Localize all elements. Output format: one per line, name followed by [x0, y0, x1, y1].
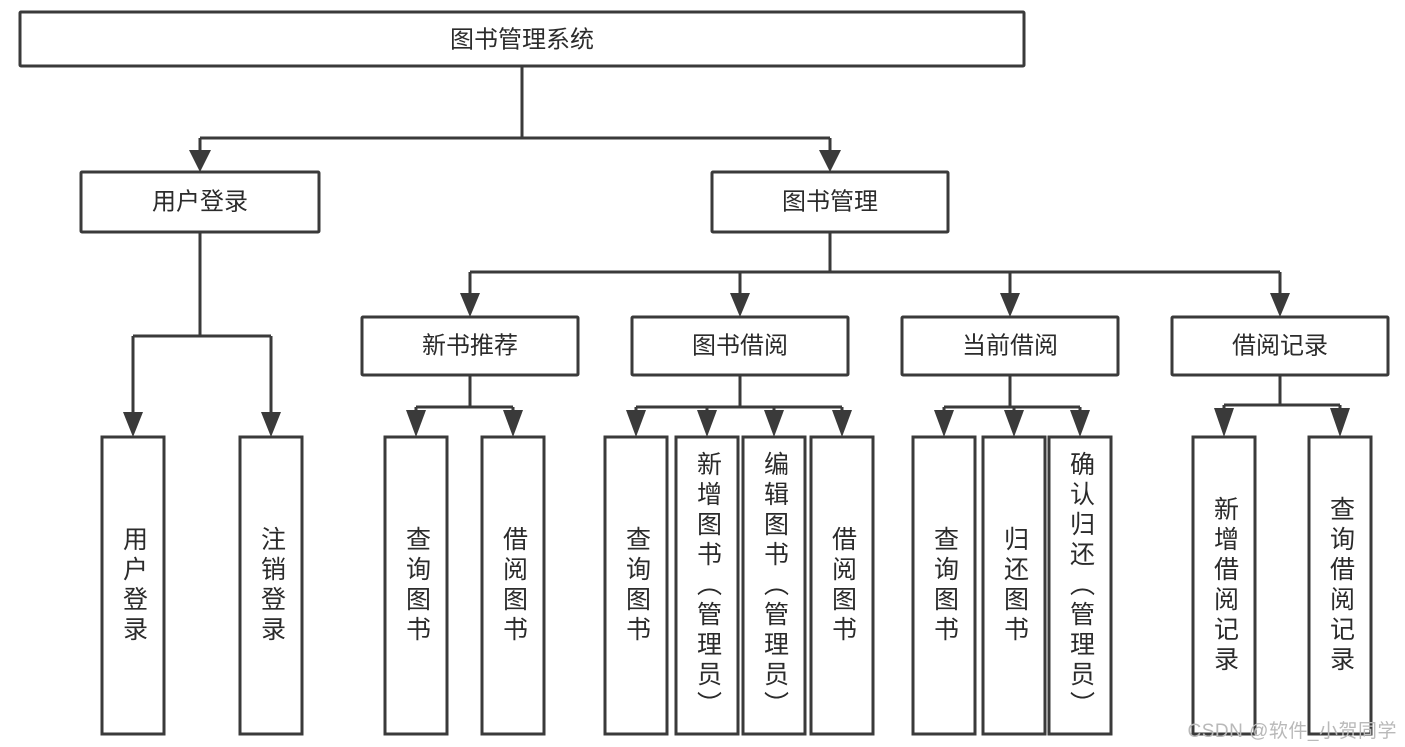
node-new-book-recommend-box[interactable] — [360, 315, 580, 377]
node-leaf-query-book-cur-box[interactable] — [911, 435, 977, 736]
node-leaf-query-record-box[interactable] — [1307, 435, 1373, 736]
arrowhead-leaf-confirm-return — [1070, 410, 1090, 437]
node-leaf-query-record-label: 查询借阅记录 — [1326, 495, 1355, 676]
node-book-manage-label: 图书管理 — [782, 188, 878, 215]
node-book-manage-box[interactable] — [710, 170, 950, 234]
node-leaf-add-book-box[interactable] — [674, 435, 740, 736]
arrowhead-book-manage — [819, 150, 841, 172]
connector-layer — [123, 66, 1350, 437]
arrowhead-leaf-borrow-book-rec — [503, 410, 523, 437]
arrowhead-leaf-query-record — [1330, 408, 1350, 437]
node-user-login[interactable]: 用户登录 — [79, 170, 321, 234]
node-leaf-borrow-book-rec-box[interactable] — [480, 435, 546, 736]
node-new-book-recommend-label: 新书推荐 — [422, 332, 518, 359]
arrowhead-leaf-query-book-rec — [406, 410, 426, 437]
node-book-borrow-label: 图书借阅 — [692, 332, 788, 359]
arrowhead-leaf-edit-book — [764, 410, 784, 437]
node-leaf-logout-label: 注销登录 — [257, 525, 286, 646]
leaf-box-layer — [100, 435, 1373, 736]
node-borrow-record[interactable]: 借阅记录 — [1170, 315, 1390, 377]
node-leaf-logout-box[interactable] — [238, 435, 304, 736]
node-root[interactable]: 图书管理系统 — [18, 10, 1026, 68]
node-user-login-box[interactable] — [79, 170, 321, 234]
node-new-book-recommend[interactable]: 新书推荐 — [360, 315, 580, 377]
node-current-borrow[interactable]: 当前借阅 — [900, 315, 1120, 377]
arrowhead-leaf-add-book — [697, 410, 717, 437]
arrowhead-leaf-borrow-book — [832, 410, 852, 437]
arrowhead-new-book-recommend — [460, 293, 480, 317]
node-leaf-add-record-box[interactable] — [1191, 435, 1257, 736]
node-borrow-record-box[interactable] — [1170, 315, 1390, 377]
node-leaf-return-book-box[interactable] — [981, 435, 1047, 736]
node-root-label: 图书管理系统 — [450, 26, 594, 53]
watermark-text: CSDN @软件_小贺同学 — [1187, 721, 1397, 742]
node-leaf-add-record-label: 新增借阅记录 — [1210, 495, 1239, 676]
node-leaf-borrow-book-label: 借阅图书 — [828, 525, 857, 646]
arrowhead-current-borrow — [1000, 293, 1020, 317]
node-leaf-borrow-book-box[interactable] — [809, 435, 875, 736]
arrowhead-user-login — [189, 150, 211, 172]
arrowhead-leaf-user-login — [123, 412, 143, 437]
node-leaf-query-book-rec-label: 查询图书 — [402, 525, 431, 646]
node-book-manage[interactable]: 图书管理 — [710, 170, 950, 234]
node-leaf-query-book-rec-box[interactable] — [383, 435, 449, 736]
node-leaf-confirm-return-label: 确认归还（管理员） — [1066, 450, 1095, 721]
node-leaf-query-book-cur-label: 查询图书 — [930, 525, 959, 646]
node-book-borrow-box[interactable] — [630, 315, 850, 377]
node-leaf-edit-book-box[interactable] — [741, 435, 807, 736]
node-leaf-confirm-return-box[interactable] — [1047, 435, 1113, 736]
node-current-borrow-label: 当前借阅 — [962, 332, 1058, 359]
arrowhead-borrow-record — [1270, 293, 1290, 317]
node-leaf-add-book-label: 新增图书（管理员） — [693, 450, 722, 721]
node-user-login-label: 用户登录 — [152, 188, 248, 215]
node-borrow-record-label: 借阅记录 — [1232, 332, 1328, 359]
arrowhead-leaf-query-book-cur — [934, 410, 954, 437]
node-root-box[interactable] — [18, 10, 1026, 68]
arrowhead-book-borrow — [730, 293, 750, 317]
node-leaf-return-book-label: 归还图书 — [1000, 525, 1029, 646]
arrowhead-leaf-query-book-bor — [626, 410, 646, 437]
arrowhead-leaf-add-record — [1214, 408, 1234, 437]
node-leaf-borrow-book-rec-label: 借阅图书 — [499, 525, 528, 646]
arrowhead-leaf-return-book — [1004, 410, 1024, 437]
arrowhead-leaf-logout — [261, 412, 281, 437]
node-leaf-query-book-bor-label: 查询图书 — [622, 525, 651, 646]
node-leaf-query-book-bor-box[interactable] — [603, 435, 669, 736]
node-leaf-edit-book-label: 编辑图书（管理员） — [760, 450, 789, 721]
node-current-borrow-box[interactable] — [900, 315, 1120, 377]
node-leaf-user-login-label: 用户登录 — [119, 525, 148, 646]
node-leaf-user-login-box[interactable] — [100, 435, 166, 736]
node-book-borrow[interactable]: 图书借阅 — [630, 315, 850, 377]
